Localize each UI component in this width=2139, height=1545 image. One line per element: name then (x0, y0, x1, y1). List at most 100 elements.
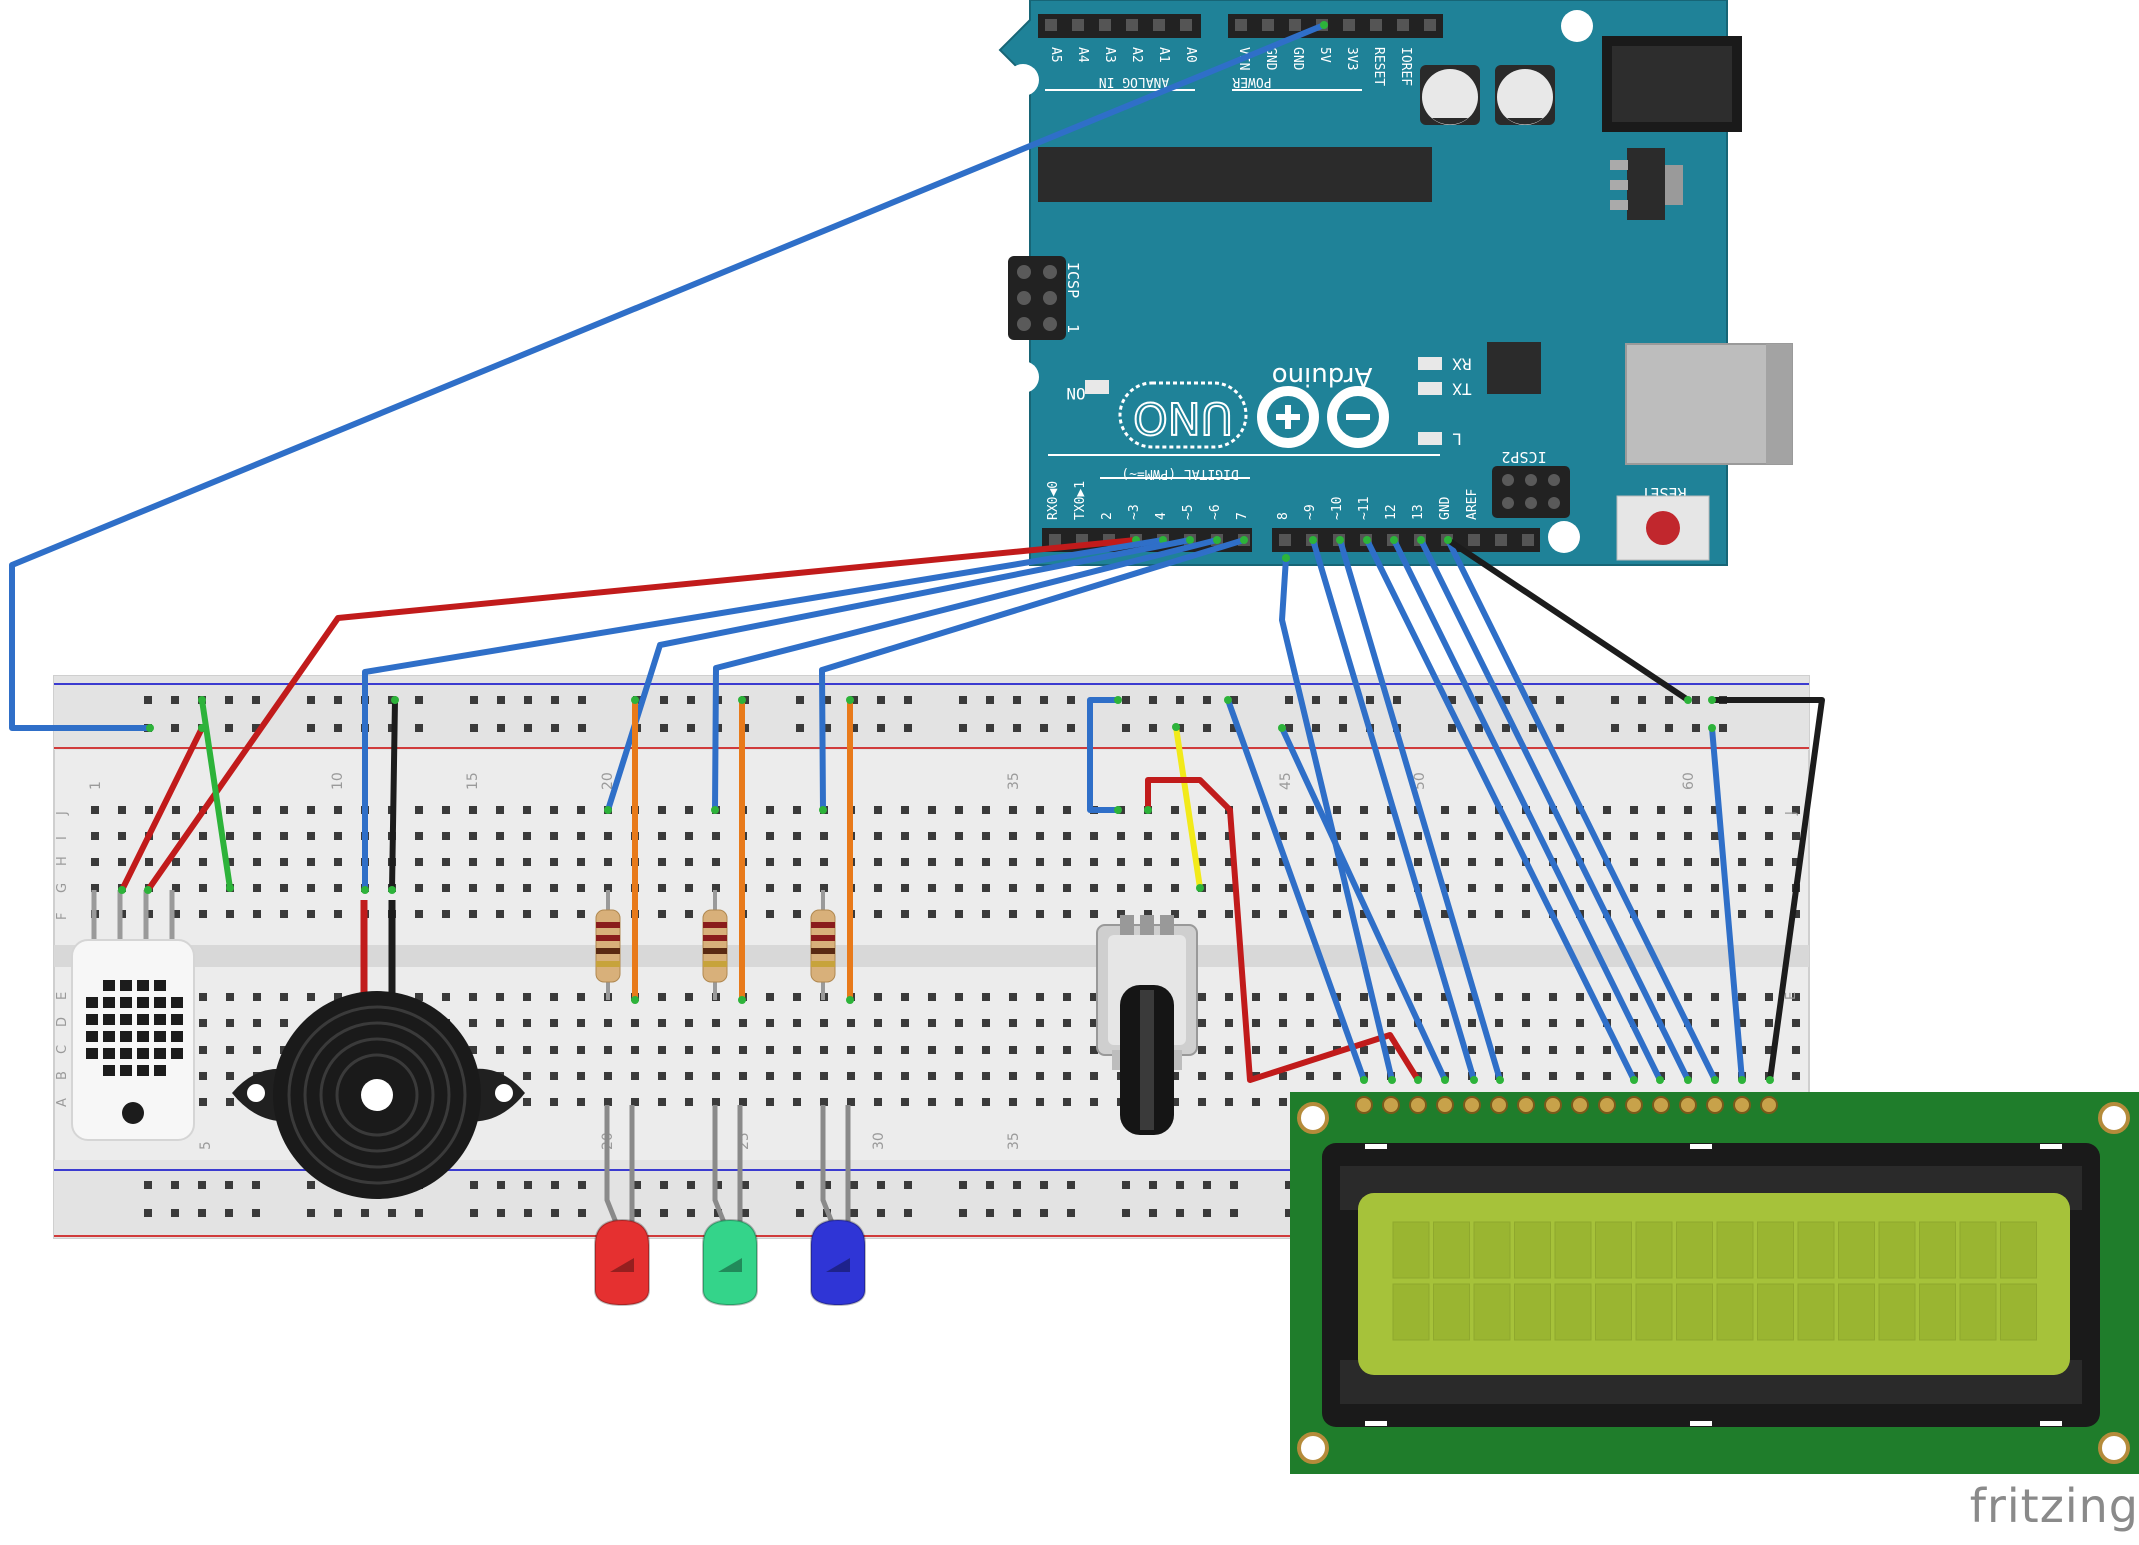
reset-button[interactable] (1616, 495, 1710, 561)
sensor-grille-slot (103, 997, 115, 1008)
breadboard-hole (1468, 1046, 1476, 1054)
breadboard-hole (796, 1181, 804, 1189)
wire-gnd-rail (1445, 537, 1691, 703)
breadboard-hole (1149, 724, 1157, 732)
breadboard-hole (1063, 1098, 1071, 1106)
arduino-infinity-logo (1257, 386, 1389, 448)
breadboard-hole (1009, 1072, 1017, 1080)
breadboard-hole (820, 1046, 828, 1054)
breadboard-hole (199, 1072, 207, 1080)
pin-label-3: ~3 (1127, 504, 1142, 520)
breadboard-hole (1360, 1019, 1368, 1027)
breadboard-hole (874, 1072, 882, 1080)
piezo-buzzer (232, 900, 525, 1199)
breadboard-hole (1090, 832, 1098, 840)
breadboard-hole (1252, 993, 1260, 1001)
breadboard-hole (1122, 724, 1130, 732)
breadboard-hole (660, 1181, 668, 1189)
breadboard-hole (1171, 1098, 1179, 1106)
resistor-band (811, 935, 835, 941)
breadboard-hole (1252, 910, 1260, 918)
pin-label-9: ~9 (1303, 504, 1318, 520)
potentiometer[interactable] (1096, 915, 1198, 1135)
breadboard-hole (1603, 806, 1611, 814)
breadboard-hole (1657, 910, 1665, 918)
breadboard-hole (1576, 1046, 1584, 1054)
lcd-pin (1760, 1096, 1778, 1114)
lcd-pin (1517, 1096, 1535, 1114)
breadboard-hole (1198, 910, 1206, 918)
breadboard-hole (442, 832, 450, 840)
sensor-grille-slot (137, 1065, 149, 1076)
breadboard-hole (551, 696, 559, 704)
breadboard-hole (550, 993, 558, 1001)
breadboard-hole (550, 1019, 558, 1027)
breadboard-hole (850, 724, 858, 732)
breadboard-hole (1765, 806, 1773, 814)
breadboard-hole (469, 884, 477, 892)
col-label-b35: 35 (1006, 1132, 1022, 1150)
icsp2-header[interactable] (1492, 466, 1570, 518)
breadboard-hole (470, 696, 478, 704)
breadboard-hole (793, 806, 801, 814)
row-label-f: F (55, 913, 70, 920)
breadboard-hole (928, 1046, 936, 1054)
breadboard-hole (685, 858, 693, 866)
pin-label-12: 12 (1384, 504, 1399, 520)
breadboard-hole (550, 1098, 558, 1106)
resistor-band (596, 948, 620, 954)
breadboard-hole (226, 858, 234, 866)
lcd-char-cell (1676, 1221, 1713, 1279)
lcd-char-cell (1959, 1283, 1997, 1341)
breadboard-hole (959, 696, 967, 704)
breadboard-hole (1414, 910, 1422, 918)
header-pin (1045, 19, 1057, 31)
power-header[interactable] (1228, 14, 1443, 38)
breadboard-hole (955, 1019, 963, 1027)
breadboard-hole (496, 993, 504, 1001)
breadboard-hole (1036, 1098, 1044, 1106)
icsp-header[interactable] (1008, 256, 1066, 340)
breadboard-hole (1009, 884, 1017, 892)
wire-pot-red (1145, 777, 1421, 1083)
breadboard-hole (685, 806, 693, 814)
lcd-char-cell (1554, 1283, 1592, 1341)
breadboard-hole (1036, 832, 1044, 840)
breadboard-hole (820, 1098, 828, 1106)
row-label-g: G (55, 883, 70, 893)
breadboard-hole (604, 1072, 612, 1080)
pin-label-6: ~6 (1208, 504, 1223, 520)
breadboard-hole (253, 1019, 261, 1027)
power-label: POWER (1232, 74, 1271, 89)
breadboard-hole (280, 993, 288, 1001)
breadboard-hole (1333, 1072, 1341, 1080)
analog-header[interactable] (1038, 14, 1201, 38)
breadboard-hole (199, 910, 207, 918)
breadboard-hole (469, 1019, 477, 1027)
breadboard-hole (577, 1098, 585, 1106)
breadboard-hole (1711, 993, 1719, 1001)
breadboard-hole (307, 832, 315, 840)
lcd-pin (1625, 1096, 1643, 1114)
breadboard-hole (1279, 1019, 1287, 1027)
breadboard-hole (523, 1072, 531, 1080)
row-label-e: E (55, 992, 70, 1000)
breadboard-hole (1009, 832, 1017, 840)
breadboard-hole (1468, 884, 1476, 892)
breadboard-hole (874, 832, 882, 840)
breadboard-hole (577, 1072, 585, 1080)
breadboard-hole (874, 910, 882, 918)
breadboard-hole (1360, 910, 1368, 918)
lcd-char-cell (1514, 1221, 1551, 1279)
breadboard-hole (1603, 832, 1611, 840)
breadboard-hole (1630, 832, 1638, 840)
breadboard-hole (687, 1181, 695, 1189)
breadboard-hole (685, 1019, 693, 1027)
icsp-label: ICSP (1064, 262, 1082, 298)
breadboard-hole (959, 724, 967, 732)
wire-end (361, 886, 369, 894)
breadboard-hole (469, 858, 477, 866)
breadboard-hole (523, 1098, 531, 1106)
breadboard-hole (307, 1209, 315, 1217)
